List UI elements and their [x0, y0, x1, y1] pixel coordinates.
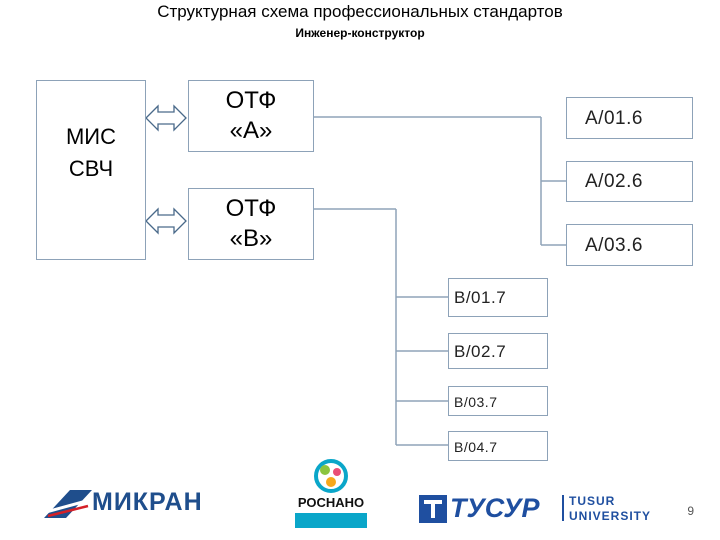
otf-b-line1: ОТФ: [225, 195, 277, 222]
otf-b-box: ОТФ «В»: [188, 188, 314, 260]
tusur-wordmark: ТУСУР: [450, 493, 540, 523]
mis-label-line1: МИС: [65, 124, 117, 149]
function-box-b03: В/03.7: [448, 386, 548, 416]
mikran-emblem-icon: [44, 490, 92, 518]
rosnano-tagline-bar: [295, 513, 367, 528]
mis-label-line2: СВЧ: [68, 156, 114, 181]
function-code: А/01.6: [585, 108, 643, 129]
function-box-a01: А/01.6: [566, 97, 693, 139]
otf-a-box: ОТФ «А»: [188, 80, 314, 152]
tusur-logo: ТУСУР TUSUR UNIVERSITY: [418, 492, 668, 526]
tusur-emblem-icon: [419, 495, 447, 523]
double-arrow-icon: [145, 104, 187, 132]
function-code: В/04.7: [454, 439, 498, 455]
mikran-logo: МИКРАН: [42, 482, 212, 522]
otf-b-line2: «В»: [229, 225, 273, 252]
function-box-a03: А/03.6: [566, 224, 693, 266]
function-code: В/01.7: [454, 288, 507, 307]
function-box-b01: В/01.7: [448, 278, 548, 317]
function-box-a02: А/02.6: [566, 161, 693, 202]
function-code: А/03.6: [585, 235, 643, 256]
function-code: В/03.7: [454, 394, 498, 410]
mikran-wordmark: МИКРАН: [92, 488, 203, 516]
function-code: А/02.6: [585, 171, 643, 192]
rosnano-logo: РОСНАНО: [289, 458, 373, 532]
tusur-en-line2: UNIVERSITY: [569, 509, 652, 523]
function-code: В/02.7: [454, 342, 507, 361]
function-box-b04: В/04.7: [448, 431, 548, 461]
function-box-b02: В/02.7: [448, 333, 548, 369]
page-title: Структурная схема профессиональных станд…: [157, 2, 563, 21]
tusur-en-line1: TUSUR: [569, 494, 616, 508]
page-number: 9: [687, 504, 694, 518]
otf-a-line2: «А»: [229, 117, 273, 144]
page-subtitle: Инженер-конструктор: [295, 26, 425, 40]
mis-svch-box: МИС СВЧ: [36, 80, 146, 260]
otf-a-line1: ОТФ: [225, 87, 277, 114]
rosnano-emblem-icon: [314, 459, 348, 493]
tusur-divider: [562, 495, 564, 521]
rosnano-wordmark: РОСНАНО: [297, 495, 365, 510]
double-arrow-icon: [145, 207, 187, 235]
